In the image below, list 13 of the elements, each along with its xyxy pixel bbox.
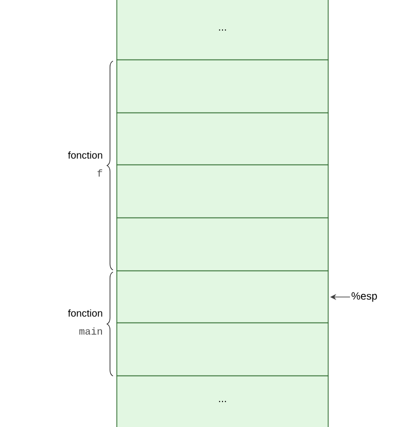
stack-cell bbox=[116, 270, 329, 324]
stack-cell bbox=[116, 322, 329, 377]
register-label: %esp bbox=[352, 292, 377, 302]
function-label: fonction bbox=[68, 151, 102, 159]
stack-cell bbox=[116, 217, 329, 272]
ellipsis-cell: ... bbox=[116, 0, 329, 61]
stack-cell bbox=[116, 112, 329, 166]
function-label: fonction bbox=[68, 309, 102, 317]
function-label: f bbox=[98, 169, 102, 177]
stack-cell bbox=[116, 59, 329, 114]
stack-cell bbox=[116, 164, 329, 219]
function-label: main bbox=[79, 327, 102, 335]
ellipsis-cell: ... bbox=[116, 375, 329, 427]
